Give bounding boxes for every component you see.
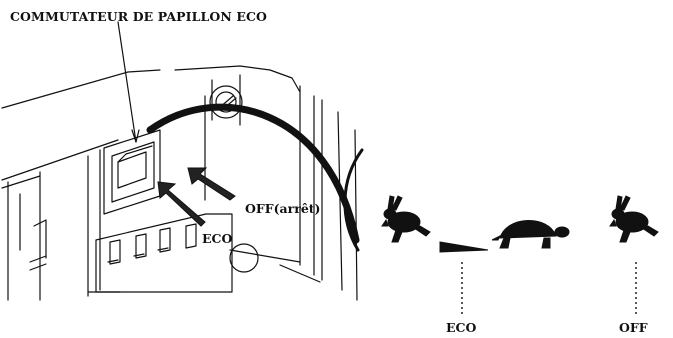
off-arret-label: OFF(arrêt) xyxy=(245,201,321,216)
rabbit-icon xyxy=(381,195,431,243)
turtle-icon xyxy=(491,220,570,249)
title-leader-arrowhead xyxy=(131,129,140,143)
switch-title-label: COMMUTATEUR DE PAPILLON ECO xyxy=(10,9,267,24)
rabbit-icon xyxy=(609,195,659,243)
eco-mode-label: ECO xyxy=(446,320,477,335)
arrow-icon xyxy=(157,167,236,227)
off-mode-label: OFF xyxy=(619,320,648,335)
callout-swoosh-edge xyxy=(343,148,364,252)
eco-wedge xyxy=(439,241,489,253)
callout-swoosh xyxy=(146,103,360,244)
title-leader-line xyxy=(117,21,137,143)
eco-switch-label: ECO xyxy=(202,231,233,246)
generator-housing xyxy=(1,65,358,301)
eco-switch xyxy=(103,129,161,215)
knob xyxy=(209,85,243,119)
outlet-panel xyxy=(95,213,259,293)
